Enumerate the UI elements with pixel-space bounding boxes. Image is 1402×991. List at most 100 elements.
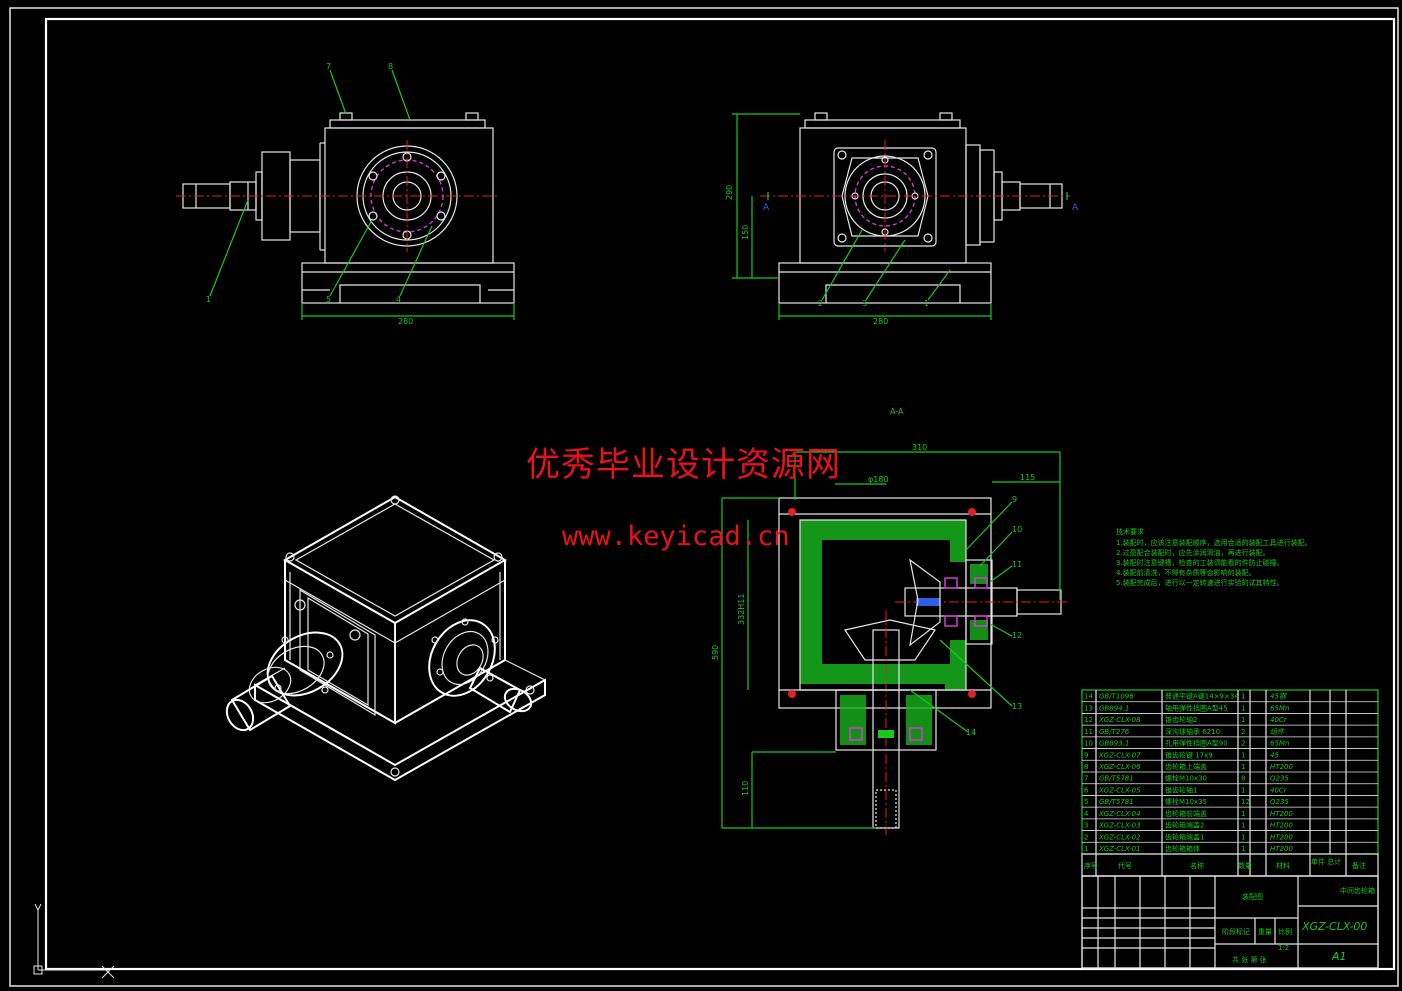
- balloon-14: 14: [966, 728, 976, 737]
- section-marker-right: A: [1072, 203, 1079, 213]
- parts-cell-qty: 12: [1241, 798, 1250, 806]
- sheet-size: A1: [1331, 950, 1347, 963]
- parts-cell-qty: 1: [1241, 833, 1245, 841]
- hdr-weight: 单件 总计: [1311, 857, 1341, 866]
- front-view: 7 8 1 5 4 280: [176, 62, 515, 326]
- technical-requirements: 技术要求 1.装配时，应该注意装配顺序，选用合适的装配工具进行装配。 2.过盈配…: [1116, 527, 1312, 587]
- section-view: A-A: [711, 407, 1070, 835]
- side-dim-height: 290: [725, 185, 734, 200]
- hdr-qty: 数量: [1238, 861, 1252, 870]
- balloon-12: 12: [1012, 631, 1022, 640]
- parts-cell-code: XGZ-CLX-08: [1098, 716, 1141, 724]
- parts-cell-qty: 1: [1241, 822, 1245, 830]
- parts-cell-code: XGZ-CLX-01: [1098, 845, 1141, 853]
- side-dim-axis: 150: [741, 225, 750, 240]
- side-view: A A 2 3 1 280 290 150: [725, 112, 1079, 326]
- tech-req-5: 5.装配完成后，进行以一定转速进行实验的试其特性。: [1116, 578, 1284, 587]
- parts-cell-material: 65Mn: [1270, 704, 1289, 712]
- parts-cell-code: XGZ-CLX-04: [1098, 810, 1141, 818]
- parts-cell-code: XGZ-CLX-02: [1098, 833, 1141, 841]
- parts-cell-no: 13: [1084, 704, 1093, 712]
- parts-cell-name: 锥齿轮键 17x9: [1165, 750, 1213, 759]
- parts-cell-material: HT200: [1270, 810, 1293, 818]
- parts-cell-name: 孔用弹性挡圈A型90: [1165, 739, 1228, 748]
- tech-req-3: 3.装配时注意键槽，检查的工装须能看的件防止碰撞。: [1116, 558, 1284, 567]
- parts-cell-qty: 1: [1241, 751, 1245, 759]
- balloon-2: 2: [818, 299, 823, 308]
- parts-cell-no: 3: [1084, 822, 1088, 830]
- parts-cell-material: HT200: [1270, 822, 1293, 830]
- parts-cell-code: XGZ-CLX-05: [1098, 786, 1141, 794]
- parts-cell-code: GB/T276: [1099, 728, 1130, 736]
- watermark-title: 优秀毕业设计资源网: [526, 445, 841, 485]
- stage-label: 阶段标记: [1222, 927, 1250, 936]
- hdr-no: 序号: [1084, 861, 1098, 870]
- parts-cell-qty: 1: [1241, 716, 1245, 724]
- sec-dim-bore: 332H11: [737, 594, 746, 625]
- parts-cell-qty: 1: [1241, 693, 1245, 701]
- parts-cell-qty: 1: [1241, 845, 1245, 853]
- sec-dim-small: φ180: [868, 475, 889, 484]
- tech-req-title: 技术要求: [1116, 527, 1144, 536]
- section-title: A-A: [890, 407, 904, 416]
- sec-dim-top: 310: [912, 443, 927, 452]
- parts-cell-name: 齿轮箱端盖2: [1165, 821, 1204, 830]
- isometric-view: [225, 495, 546, 782]
- parts-list-header: 序号 代号 名称 数量 材料 单件 总计 备注: [1081, 853, 1379, 877]
- parts-cell-code: GB/T5781: [1099, 775, 1134, 783]
- parts-cell-material: HT200: [1270, 833, 1293, 841]
- parts-cell-name: 齿轮箱箱体: [1165, 844, 1200, 853]
- parts-cell-name: 螺栓M10x35: [1165, 797, 1207, 806]
- tech-req-4: 4.装配前清洗，不得有杂质等会影响的装配。: [1116, 568, 1256, 577]
- section-marker-left: A: [763, 203, 770, 213]
- balloon-8: 8: [388, 62, 393, 71]
- tech-req-1: 1.装配时，应该注意装配顺序，选用合适的装配工具进行装配。: [1116, 538, 1312, 547]
- parts-cell-qty: 2: [1241, 740, 1245, 748]
- balloon-11: 11: [1012, 560, 1022, 569]
- drawing-frame: [9, 7, 1399, 987]
- side-dim-width: 280: [873, 317, 888, 326]
- parts-cell-qty: 1: [1241, 786, 1245, 794]
- parts-cell-material: 45: [1270, 751, 1279, 759]
- balloon-7: 7: [326, 62, 331, 71]
- parts-cell-qty: 1: [1241, 704, 1245, 712]
- parts-cell-material: Q235: [1270, 775, 1289, 783]
- parts-cell-code: XGZ-CLX-03: [1098, 822, 1141, 830]
- parts-cell-no: 12: [1084, 716, 1093, 724]
- parts-cell-code: GB893.1: [1099, 740, 1129, 748]
- balloon-4: 4: [396, 295, 401, 304]
- parts-cell-no: 6: [1084, 786, 1089, 794]
- parts-cell-name: 齿轮箱端盖1: [1165, 832, 1204, 841]
- parts-cell-name: 深沟球轴承 6210: [1165, 727, 1220, 736]
- hdr-name: 名称: [1190, 861, 1204, 870]
- parts-cell-no: 10: [1084, 740, 1093, 748]
- balloon-9: 9: [1012, 495, 1017, 504]
- parts-cell-name: 普通平键A键14×9×34: [1165, 692, 1239, 701]
- parts-cell-material: 65Mn: [1270, 740, 1289, 748]
- balloon-1: 1: [206, 295, 211, 304]
- parts-cell-no: 9: [1084, 751, 1088, 759]
- balloon-1-side: 1: [924, 299, 929, 308]
- hdr-material: 材料: [1276, 861, 1290, 870]
- sec-dim-low: 110: [741, 781, 750, 796]
- parts-cell-qty: 8: [1241, 775, 1245, 783]
- drawing-number: XGZ-CLX-00: [1301, 920, 1367, 933]
- ucs-icon[interactable]: [33, 903, 115, 979]
- parts-cell-material: 40Cr: [1270, 786, 1288, 794]
- parts-cell-code: XGZ-CLX-06: [1098, 763, 1141, 771]
- parts-cell-code: XGZ-CLX-07: [1098, 751, 1141, 759]
- hdr-note: 备注: [1352, 861, 1366, 870]
- parts-cell-no: 1: [1084, 845, 1088, 853]
- hdr-code: 代号: [1118, 861, 1132, 870]
- sec-dim-right: 115: [1020, 473, 1035, 482]
- parts-cell-no: 4: [1084, 810, 1089, 818]
- parts-cell-no: 8: [1084, 763, 1088, 771]
- sheet-label: 共 张 第 张: [1232, 955, 1267, 964]
- product-name: 中间齿轮箱: [1340, 886, 1375, 895]
- parts-cell-material: HT200: [1270, 763, 1293, 771]
- parts-cell-material: HT200: [1270, 845, 1293, 853]
- front-dim-width: 280: [398, 317, 413, 326]
- parts-cell-code: GB/T1096: [1099, 693, 1134, 701]
